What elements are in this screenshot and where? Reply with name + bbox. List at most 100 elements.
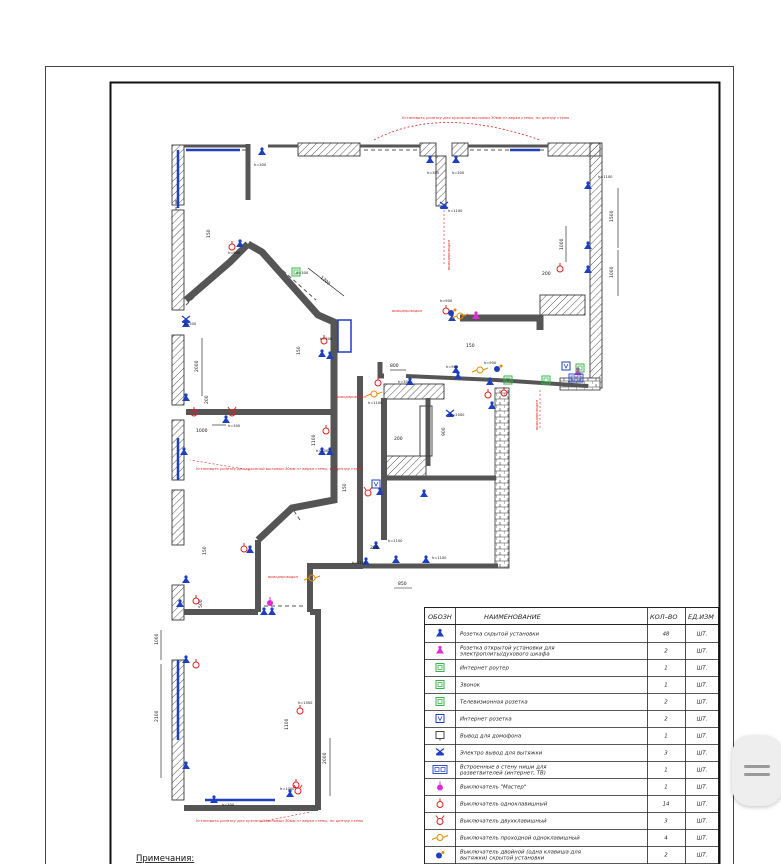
height-label: h=1500: [298, 701, 313, 705]
socket-hidden-icon: [326, 351, 334, 359]
socket-hidden-icon: [452, 155, 460, 163]
socket-hidden-icon: [454, 371, 462, 379]
height-label: h=1100: [432, 556, 447, 560]
legend-row-name: Звонок: [460, 683, 481, 689]
legend-header-name: НАИМЕНОВАНИЕ: [484, 613, 542, 621]
legend-row-unit: ШТ.: [697, 768, 708, 774]
dim-label: 1000: [154, 633, 160, 645]
socket-hidden-icon: [210, 795, 218, 803]
switch-one-icon: [190, 407, 198, 417]
master-switch-icon: [267, 597, 273, 606]
legend-row-count: 2: [664, 717, 668, 723]
dim-label: 1000: [559, 238, 565, 250]
height-label: h=1100: [598, 175, 613, 179]
socket-hidden-icon: [258, 147, 266, 155]
legend-row-unit: ШТ.: [697, 717, 708, 723]
legend-row-name: Телевизионная розетка: [460, 700, 528, 706]
height-label: h=900: [484, 361, 497, 365]
dim-label: 800: [390, 363, 399, 369]
legend-row-unit: ШТ.: [697, 853, 708, 859]
intercom-icon: [435, 731, 445, 741]
router-icon: [435, 663, 445, 672]
legend-row-name: Электро вывод для вытяжки: [459, 751, 543, 757]
dim-label: 200: [542, 271, 551, 277]
socket-hidden-icon: [584, 181, 592, 189]
switch-one-icon: [484, 389, 492, 399]
drag-handle[interactable]: [732, 736, 781, 806]
pass-switch-icon: [451, 312, 469, 320]
partitions: [183, 144, 589, 811]
switch-one-icon: [192, 659, 200, 669]
legend-row-name: Вывод для домофона: [460, 734, 521, 740]
height-label: h=900: [440, 299, 453, 303]
legend-header-count: КОЛ–ВО: [650, 613, 677, 621]
wire-label: выводпроводки: [336, 395, 367, 399]
dim-label: 1000: [196, 428, 208, 434]
height-label: h=1100: [448, 209, 463, 213]
tv-socket-icon: [575, 363, 585, 373]
internet-socket-icon: [371, 479, 381, 489]
socket-hidden-icon: [182, 575, 190, 583]
legend-row-count: 2: [664, 700, 668, 706]
socket-open-icon: [472, 311, 480, 319]
router-icon: [291, 267, 301, 277]
internet-socket-icon: [561, 361, 571, 371]
switch-one-icon: [320, 335, 328, 345]
height-label: h=300: [398, 380, 411, 384]
dim-label: 2000: [322, 752, 328, 764]
dim-label: 1100: [284, 718, 290, 730]
appliance-rect: [337, 319, 352, 353]
legend-row-unit: ШТ.: [697, 632, 708, 638]
legend-row-name: Интернет роутер: [460, 666, 509, 672]
dim-label: 150: [206, 229, 212, 238]
dim-label: 2100: [154, 710, 160, 722]
legend-row-count: 3: [664, 751, 668, 757]
socket-hidden-icon: [182, 655, 190, 663]
height-label: h=300: [296, 271, 309, 275]
legend-row-unit: ШТ.: [697, 751, 708, 757]
tv-socket-icon: [503, 375, 513, 385]
switch-two-icon: [293, 784, 303, 795]
socket-hidden-icon: [318, 349, 326, 357]
internet-socket-icon: [435, 714, 445, 723]
note-text: Установить розетку для кухонной вытяжки …: [196, 818, 363, 823]
legend-row-count: 48: [663, 632, 670, 638]
switch-one-icon: [374, 377, 382, 387]
dim-label: 200: [394, 436, 403, 442]
height-label: h=1000: [316, 449, 331, 453]
switch-two-icon: [363, 486, 373, 497]
switch-one-icon: [322, 425, 330, 435]
note-text: Установить розетку для кухонной вытяжки …: [196, 466, 363, 471]
switch-one-icon: [228, 241, 236, 251]
height-label: h=1100: [368, 401, 383, 405]
legend-row-unit: ШТ.: [697, 649, 708, 655]
pass-switch-icon: [365, 390, 383, 398]
height-layer: h=300 h=300 h=300 h=1100 h=1100 h=900 h=…: [184, 163, 613, 807]
dim-label: 200: [204, 395, 210, 404]
legend-row-count: 14: [663, 802, 670, 808]
height-label: h=1100: [388, 539, 403, 543]
legend-table: ОБОЗН НАИМЕНОВАНИЕ КОЛ–ВО ЕД.ИЗМ Розетка…: [424, 607, 719, 864]
bell-icon: [541, 375, 551, 385]
socket-hidden-icon: [286, 789, 294, 797]
height-label: h=900: [446, 365, 459, 369]
legend-row-count: 1: [664, 734, 667, 740]
legend-row-unit: ШТ.: [697, 836, 708, 842]
hood-icon: [435, 748, 445, 756]
dim-label: 2000: [194, 360, 200, 372]
dim-label: 500: [198, 599, 204, 608]
legend-row-count: 3: [664, 819, 668, 825]
legend-row-count: 1: [664, 768, 667, 774]
socket-hidden-icon: [584, 241, 592, 249]
legend-row-name: Розетка скрытой установки: [460, 632, 540, 638]
switch-one-icon: [296, 705, 304, 715]
